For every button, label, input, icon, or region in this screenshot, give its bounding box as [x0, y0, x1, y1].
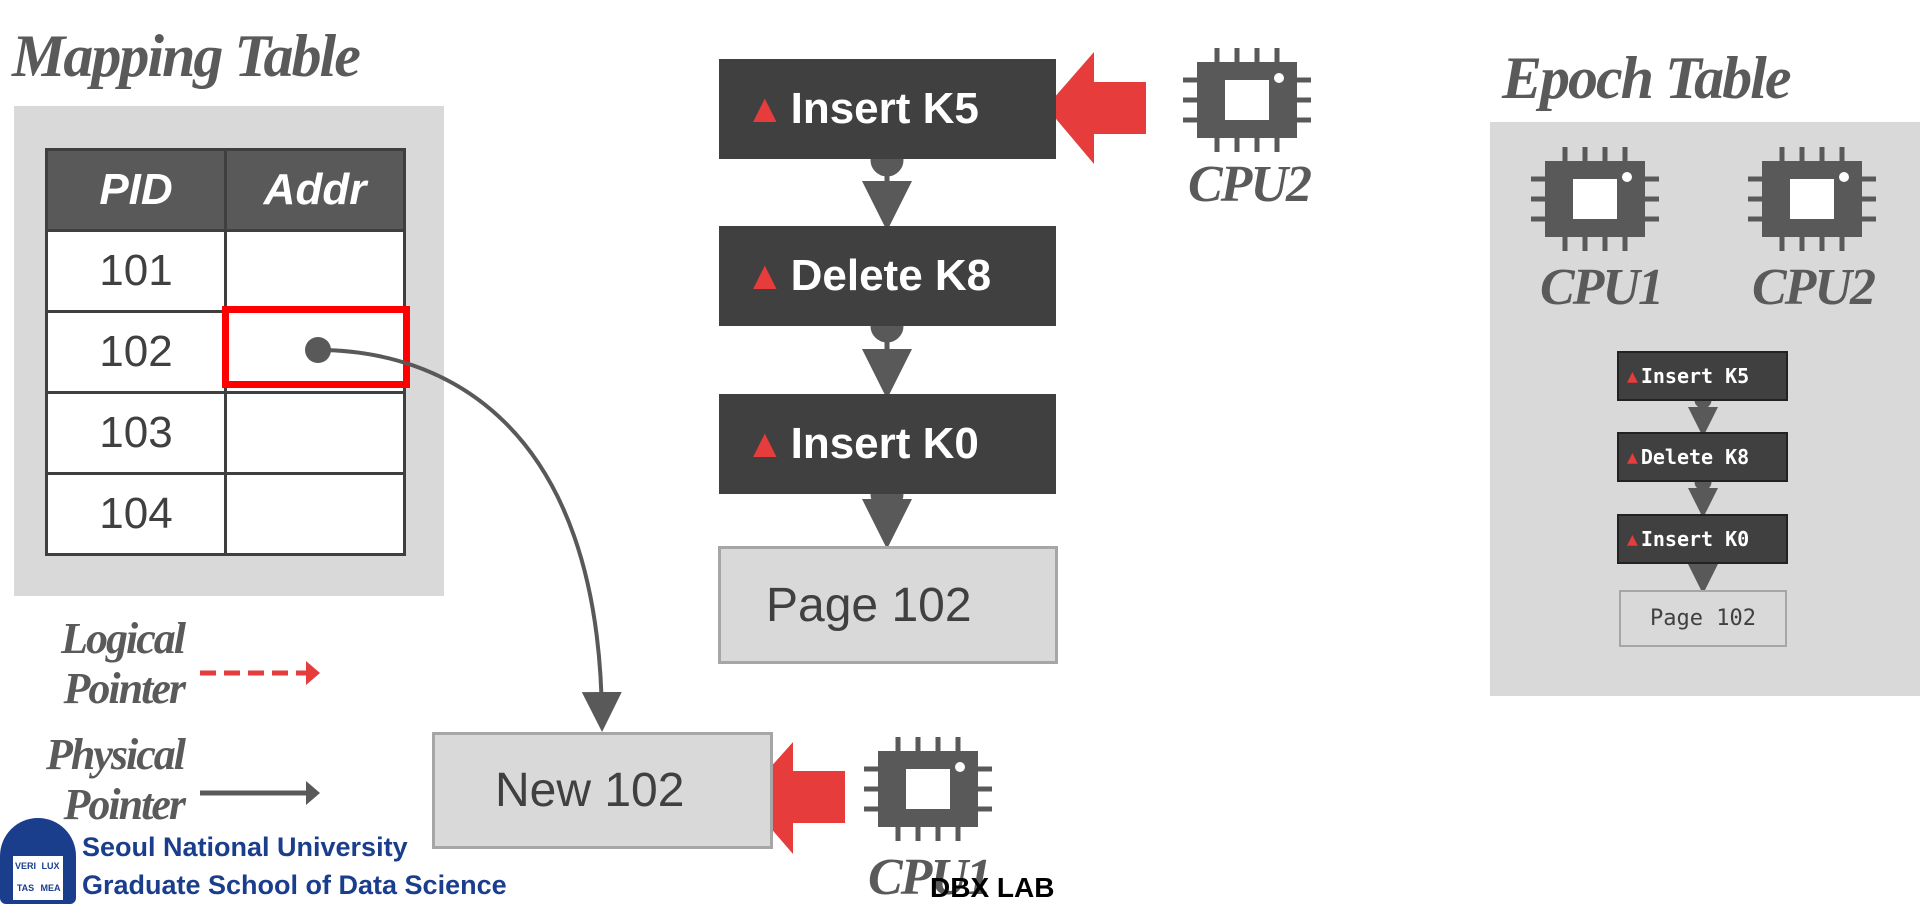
- cpu2-chip-icon: [1183, 48, 1311, 152]
- addr-cell: [224, 391, 406, 475]
- epoch-delta-label: Insert K5: [1640, 364, 1750, 388]
- delta-record: ▲ Insert K0: [719, 394, 1056, 494]
- mapping-table: PID Addr 101 102 103 104: [45, 148, 406, 556]
- epoch-delta-record: ▲ Insert K0: [1617, 514, 1788, 564]
- delta-triangle-icon: ▲: [1627, 528, 1638, 550]
- physical-pointer-legend-label: Physical Pointer: [46, 730, 186, 829]
- delta-label: Insert K0: [790, 419, 979, 468]
- cpu2-red-arrow: [1046, 52, 1146, 164]
- pid-cell: 101: [45, 229, 227, 313]
- epoch-page: Page 102: [1619, 590, 1787, 647]
- delta-record: ▲ Delete K8: [719, 226, 1056, 326]
- logical-pointer-legend-label: Logical Pointer: [61, 614, 186, 713]
- table-row: 103: [45, 391, 406, 475]
- delta-triangle-icon: ▲: [745, 253, 785, 298]
- delta-triangle-icon: ▲: [745, 421, 785, 466]
- cpu1-chip-icon: [864, 737, 992, 841]
- pid-cell: 104: [45, 472, 227, 556]
- pid-cell: 103: [45, 391, 227, 475]
- seal-text: VERI: [14, 861, 36, 871]
- epoch-delta-label: Insert K0: [1640, 527, 1750, 551]
- pid-header: PID: [45, 148, 227, 232]
- new-page-label: New 102: [495, 764, 685, 817]
- delta-record: ▲ Insert K5: [719, 59, 1056, 159]
- snu-seal-logo: VERI LUX TAS MEA: [0, 818, 76, 904]
- epoch-cpu1-chip-icon: [1531, 147, 1659, 251]
- epoch-cpu2-label: CPU2: [1752, 259, 1876, 316]
- university-name: Seoul National University: [82, 832, 408, 862]
- epoch-cpu1-label: CPU1: [1540, 259, 1664, 316]
- epoch-delta-record: ▲ Insert K5: [1617, 351, 1788, 401]
- school-name: Graduate School of Data Science: [82, 870, 507, 900]
- addr-cell: [224, 472, 406, 556]
- epoch-delta-record: ▲ Delete K8: [1617, 432, 1788, 482]
- seal-text: TAS: [16, 883, 35, 893]
- table-row: 104: [45, 472, 406, 556]
- highlighted-addr-cell: [222, 306, 410, 388]
- base-page-label: Page 102: [766, 578, 972, 632]
- physical-pointer-arrow: [317, 348, 622, 732]
- base-page: Page 102: [718, 546, 1058, 664]
- mapping-table-title: Mapping Table: [12, 23, 361, 89]
- seal-text: MEA: [40, 883, 61, 893]
- pid-cell: 102: [45, 310, 227, 394]
- delta-triangle-icon: ▲: [1627, 365, 1638, 387]
- epoch-cpu2-chip-icon: [1748, 147, 1876, 251]
- seal-text: LUX: [41, 861, 60, 871]
- cpu1-label: CPU1: [868, 849, 992, 906]
- delta-triangle-icon: ▲: [1627, 446, 1638, 468]
- new-page: New 102: [432, 732, 773, 849]
- addr-header: Addr: [224, 148, 406, 232]
- epoch-delta-label: Delete K8: [1640, 445, 1750, 469]
- delta-triangle-icon: ▲: [745, 86, 785, 131]
- delta-label: Insert K5: [790, 84, 979, 133]
- epoch-page-label: Page 102: [1650, 606, 1756, 631]
- epoch-table-title: Epoch Table: [1502, 45, 1791, 111]
- delta-label: Delete K8: [790, 251, 992, 300]
- cpu2-label: CPU2: [1188, 156, 1312, 213]
- mapping-header-row: PID Addr: [45, 148, 406, 232]
- lab-name: DBX LAB: [930, 872, 1055, 903]
